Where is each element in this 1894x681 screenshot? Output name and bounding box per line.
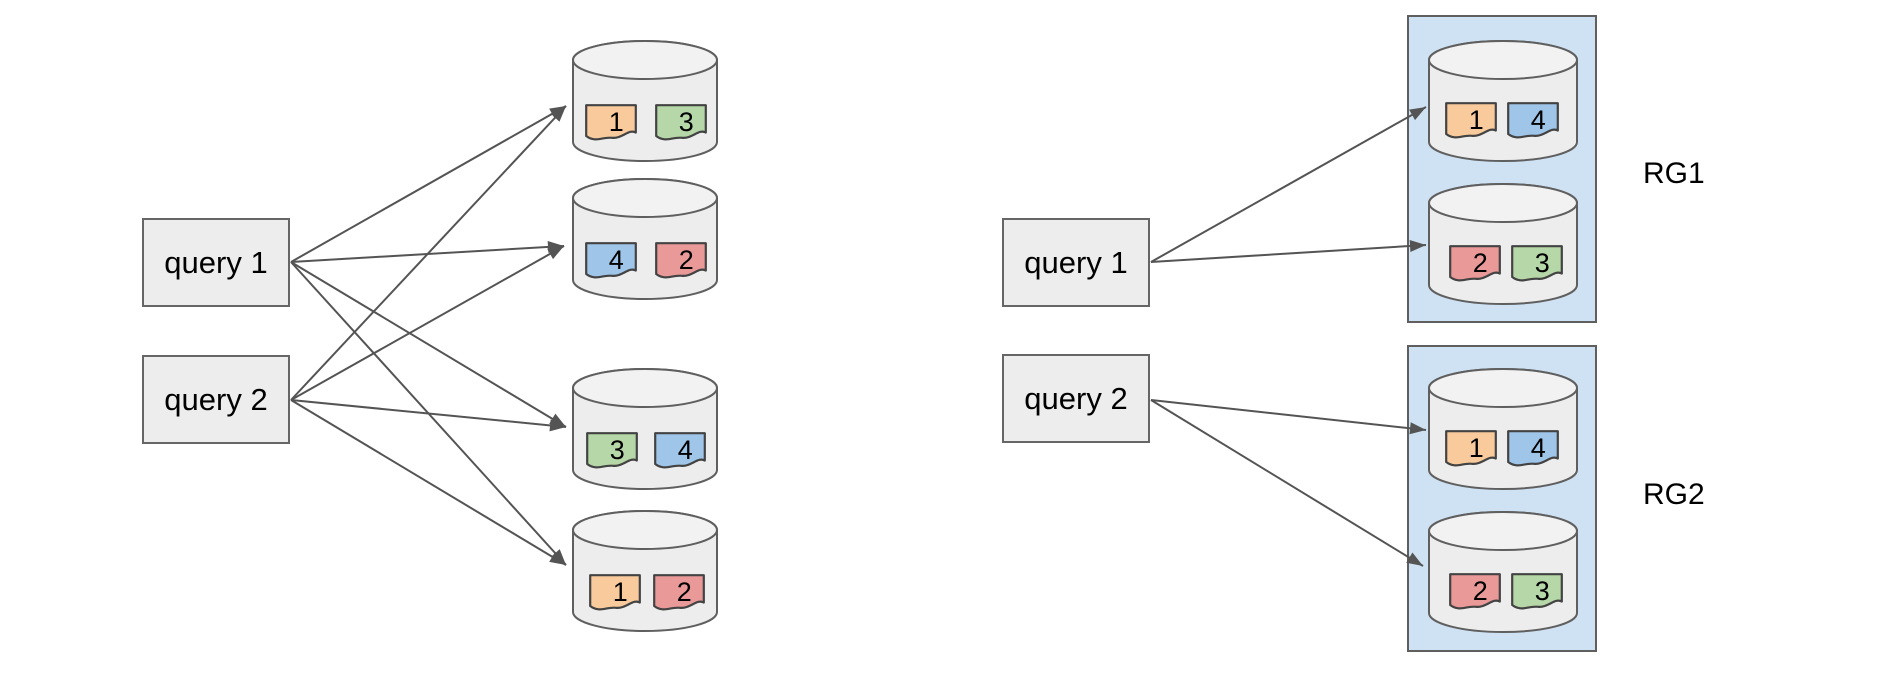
document-shard: 1: [589, 574, 641, 614]
doc-number: 3: [1534, 576, 1550, 606]
query2-to-db3-arrow: [290, 399, 567, 432]
document-icon: [1445, 430, 1497, 467]
document-icon: [1449, 245, 1501, 282]
query1-to-db3-arrow: [290, 261, 567, 428]
document-shard: 4: [654, 432, 706, 472]
doc-number: 4: [608, 245, 624, 275]
query2-to-db4-arrow: [290, 399, 567, 566]
doc-number: 1: [612, 577, 628, 607]
document-icon: [586, 432, 638, 469]
doc-number: 4: [1530, 105, 1546, 135]
document-shard: 3: [1511, 573, 1563, 613]
query2-to-db1-arrow: [290, 105, 567, 401]
doc-number: 4: [1530, 433, 1546, 463]
document-shard: 4: [1507, 102, 1559, 142]
document-shard: 4: [585, 242, 637, 282]
doc-number: 2: [678, 245, 694, 275]
document-icon: [655, 242, 707, 279]
query1-to-rg1-db2-arrow: [1150, 239, 1427, 263]
document-shard: 1: [1445, 430, 1497, 470]
query-label: query 1: [1024, 245, 1128, 280]
doc-number: 4: [677, 435, 693, 465]
doc-number: 2: [1472, 576, 1488, 606]
query1-to-db1-arrow: [290, 105, 567, 263]
document-shard: 2: [1449, 245, 1501, 285]
query-box-right-2: query 2: [1002, 354, 1150, 443]
document-icon: [1507, 430, 1559, 467]
document-shard: 1: [1445, 102, 1497, 142]
query-label: query 2: [1024, 381, 1128, 416]
doc-number: 3: [609, 435, 625, 465]
document-shard: 2: [653, 574, 705, 614]
document-shard: 2: [1449, 573, 1501, 613]
query1-to-rg1-db1-arrow: [1150, 106, 1427, 263]
document-icon: [1511, 573, 1563, 610]
doc-number: 3: [1534, 248, 1550, 278]
query2-to-rg2-db1-arrow: [1150, 399, 1427, 435]
document-icon: [1449, 573, 1501, 610]
document-icon: [585, 104, 637, 141]
replica-group-label-rg1: RG1: [1643, 157, 1705, 190]
query2-to-db2-arrow: [290, 245, 565, 401]
doc-number: 2: [676, 577, 692, 607]
document-icon: [585, 242, 637, 279]
document-shard: 2: [655, 242, 707, 282]
doc-number: 1: [608, 107, 624, 137]
document-icon: [1507, 102, 1559, 139]
document-shard: 3: [586, 432, 638, 472]
document-shard: 3: [655, 104, 707, 144]
query-label: query 1: [164, 245, 268, 280]
query-box-left-2: query 2: [142, 355, 290, 444]
document-icon: [655, 104, 707, 141]
document-icon: [653, 574, 705, 611]
query-label: query 2: [164, 382, 268, 417]
document-shard: 4: [1507, 430, 1559, 470]
doc-number: 1: [1468, 433, 1484, 463]
doc-number: 3: [678, 107, 694, 137]
doc-number: 1: [1468, 105, 1484, 135]
arrows-layer: [290, 105, 1427, 567]
document-shard: 3: [1511, 245, 1563, 285]
query-box-right-1: query 1: [1002, 218, 1150, 307]
document-icon: [589, 574, 641, 611]
query-box-left-1: query 1: [142, 218, 290, 307]
doc-number: 2: [1472, 248, 1488, 278]
document-icon: [1445, 102, 1497, 139]
replica-group-label-rg2: RG2: [1643, 478, 1705, 511]
document-shard: 1: [585, 104, 637, 144]
document-icon: [654, 432, 706, 469]
query2-to-rg2-db2-arrow: [1150, 399, 1424, 567]
document-icon: [1511, 245, 1563, 282]
